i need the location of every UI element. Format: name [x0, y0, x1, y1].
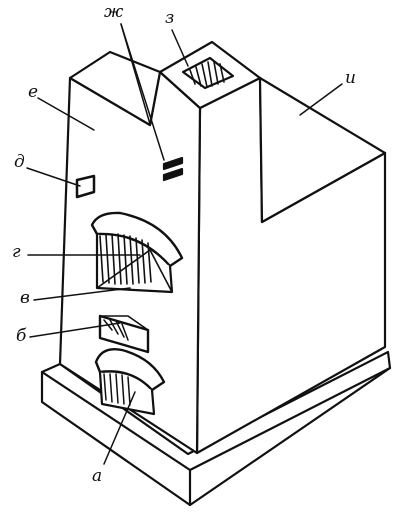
label-v: в: [20, 288, 30, 308]
leader-lines: [26, 23, 343, 465]
label-b: б: [16, 326, 27, 346]
label-d: д: [14, 152, 25, 172]
label-e: е: [28, 82, 39, 102]
small-door: [75, 174, 96, 199]
damper-slots: [162, 156, 184, 182]
label-i: и: [345, 68, 356, 88]
label-g: г: [12, 242, 21, 262]
upper-shelf-top: [258, 76, 387, 224]
firebox-opening: [90, 211, 184, 294]
label-zh: ж: [104, 2, 124, 22]
label-a: а: [92, 466, 103, 486]
label-z: з: [165, 8, 175, 28]
